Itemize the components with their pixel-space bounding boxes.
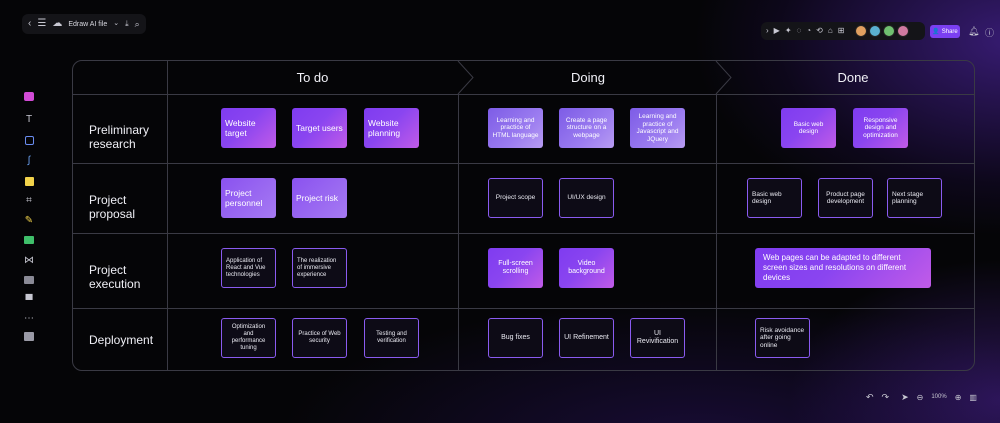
task-card[interactable]: Application of React and Vue technologie… <box>221 248 276 288</box>
user-plus-icon: 👤 <box>932 29 940 35</box>
row-header-project-execution: Project execution <box>89 263 141 291</box>
divider <box>73 233 974 234</box>
task-card[interactable]: Basic web design <box>747 178 802 218</box>
mindmap-icon[interactable]: ⋈ <box>24 254 34 266</box>
avatar[interactable] <box>855 25 868 37</box>
play-icon[interactable]: ▶ <box>773 26 780 35</box>
task-card[interactable]: UI Revivification <box>630 318 685 358</box>
task-card[interactable]: Bug fixes <box>488 318 543 358</box>
task-card[interactable]: Create a page structure on a webpage <box>559 108 614 148</box>
more-icon[interactable]: ⋯ <box>24 312 34 324</box>
task-card[interactable]: Testing and verification <box>364 318 419 358</box>
image-icon[interactable] <box>23 274 35 286</box>
shape-icon[interactable] <box>23 134 35 146</box>
task-card[interactable]: UI/UX design <box>559 178 614 218</box>
task-card[interactable]: Website planning <box>364 108 419 148</box>
column-header-done: Done <box>837 70 869 85</box>
task-card[interactable]: Learning and practice of Javascript and … <box>630 108 685 148</box>
share-label: Share <box>941 28 958 35</box>
chevron-down-icon[interactable]: ⌄ <box>113 20 120 27</box>
task-card[interactable]: Project scope <box>488 178 543 218</box>
chart-icon[interactable]: ▀ <box>25 294 33 306</box>
avatar[interactable] <box>883 25 896 37</box>
task-card[interactable]: Practice of Web security <box>292 318 347 358</box>
search-icon[interactable]: ⌕ <box>134 19 140 29</box>
column-header-todo: To do <box>296 70 329 85</box>
kanban-board: To do Doing Done Preliminary research Pr… <box>72 60 975 371</box>
task-card[interactable]: Basic web design <box>781 108 836 148</box>
row-header-project-proposal: Project proposal <box>89 193 136 221</box>
task-card[interactable]: Optimization and performance tuning <box>221 318 276 358</box>
top-left-toolbar: ‹ ☰ ☁ Edraw AI file ⌄ ⤓ ⌕ <box>22 14 146 34</box>
task-card[interactable]: Next stage planning <box>887 178 942 218</box>
grid-icon[interactable]: ⊞ <box>837 26 845 35</box>
task-card[interactable]: Target users <box>292 108 347 148</box>
share-button[interactable]: 👤 Share <box>930 25 960 38</box>
pen-icon[interactable]: ✎ <box>24 214 34 226</box>
task-card[interactable]: The realization of immersive experience <box>292 248 347 288</box>
history-clock-icon[interactable]: ⟲ <box>816 26 823 35</box>
line-icon[interactable]: ∫ <box>27 154 31 166</box>
row-header-deployment: Deployment <box>89 333 154 347</box>
divider <box>73 163 974 164</box>
zoom-level[interactable]: 100% <box>931 394 947 400</box>
header-separators <box>457 61 732 95</box>
text-icon[interactable]: T <box>25 113 33 125</box>
export-icon[interactable]: ⤓ <box>125 19 129 28</box>
task-card[interactable]: Video background <box>559 248 614 288</box>
task-card[interactable]: Product page development <box>818 178 873 218</box>
task-card[interactable]: Website target <box>221 108 276 148</box>
file-name[interactable]: Edraw AI file <box>68 20 108 28</box>
chevron-right-icon[interactable]: › <box>766 26 769 35</box>
task-card[interactable]: Learning and practice of HTML language <box>488 108 543 148</box>
sticky-note-icon[interactable] <box>23 175 35 187</box>
book-icon[interactable]: ▥ <box>969 392 977 402</box>
task-card[interactable]: Full-screen scrolling <box>488 248 543 288</box>
zoom-out-icon[interactable]: ⊖ <box>916 392 924 402</box>
pointer-icon[interactable]: ➤ <box>901 391 909 402</box>
task-card[interactable]: UI Refinement <box>559 318 614 358</box>
library-icon[interactable]: ⌂ <box>827 26 833 35</box>
divider <box>167 61 168 370</box>
undo-icon[interactable]: ↶ <box>866 391 874 402</box>
top-right-toolbar: › ▶ ✦ ◌ ◔ ⟲ ⌂ ⊞ <box>761 22 925 40</box>
table-icon[interactable] <box>23 234 35 246</box>
column-header-doing: Doing <box>571 70 605 85</box>
avatar[interactable] <box>897 25 910 37</box>
task-card[interactable]: Project personnel <box>221 178 276 218</box>
task-card[interactable]: Responsive design and optimization <box>853 108 908 148</box>
ai-icon[interactable]: ✦ <box>784 26 792 35</box>
frame-icon[interactable]: ⌗ <box>26 194 32 206</box>
library-icon[interactable] <box>23 330 35 342</box>
task-card[interactable]: Project risk <box>292 178 347 218</box>
zoom-in-icon[interactable]: ⊕ <box>954 392 962 402</box>
divider <box>73 308 974 309</box>
avatar[interactable] <box>869 25 882 37</box>
divider <box>458 94 459 370</box>
bottom-toolbar: ↶ ↷ ➤ ⊖ 100% ⊕ ▥ <box>860 389 1000 405</box>
row-header-preliminary-research: Preliminary research <box>89 123 150 151</box>
task-card[interactable]: Web pages can be adapted to different sc… <box>755 248 931 288</box>
template-icon[interactable] <box>23 90 35 102</box>
redo-icon[interactable]: ↷ <box>881 391 890 402</box>
bell-icon[interactable]: 🔔︎ <box>968 26 980 36</box>
help-icon[interactable]: ⓘ <box>985 28 995 38</box>
menu-icon[interactable]: ☰ <box>37 18 47 29</box>
task-card[interactable]: Risk avoidance after going online <box>755 318 810 358</box>
divider <box>73 94 974 95</box>
cloud-icon: ☁ <box>52 18 63 29</box>
history-icon[interactable]: ◔ <box>806 26 812 35</box>
chevron-left-icon[interactable]: ‹ <box>28 18 32 29</box>
comment-icon[interactable]: ◌ <box>796 26 802 35</box>
divider <box>716 94 717 370</box>
